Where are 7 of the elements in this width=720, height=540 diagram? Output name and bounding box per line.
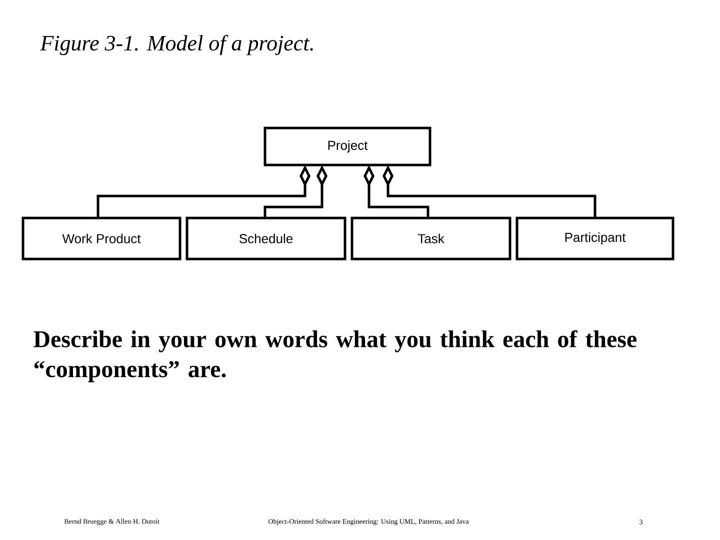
class-box: Participant: [516, 216, 674, 260]
class-box: Schedule: [186, 216, 346, 260]
class-box: Task: [350, 216, 512, 260]
figure-title: Figure 3-1. Model of a project.: [40, 34, 313, 56]
class-box: Work Product: [22, 216, 182, 260]
question-text: Describe in your own words what you think each of these “components” are.: [34, 330, 637, 382]
class-box: Project: [264, 126, 432, 166]
